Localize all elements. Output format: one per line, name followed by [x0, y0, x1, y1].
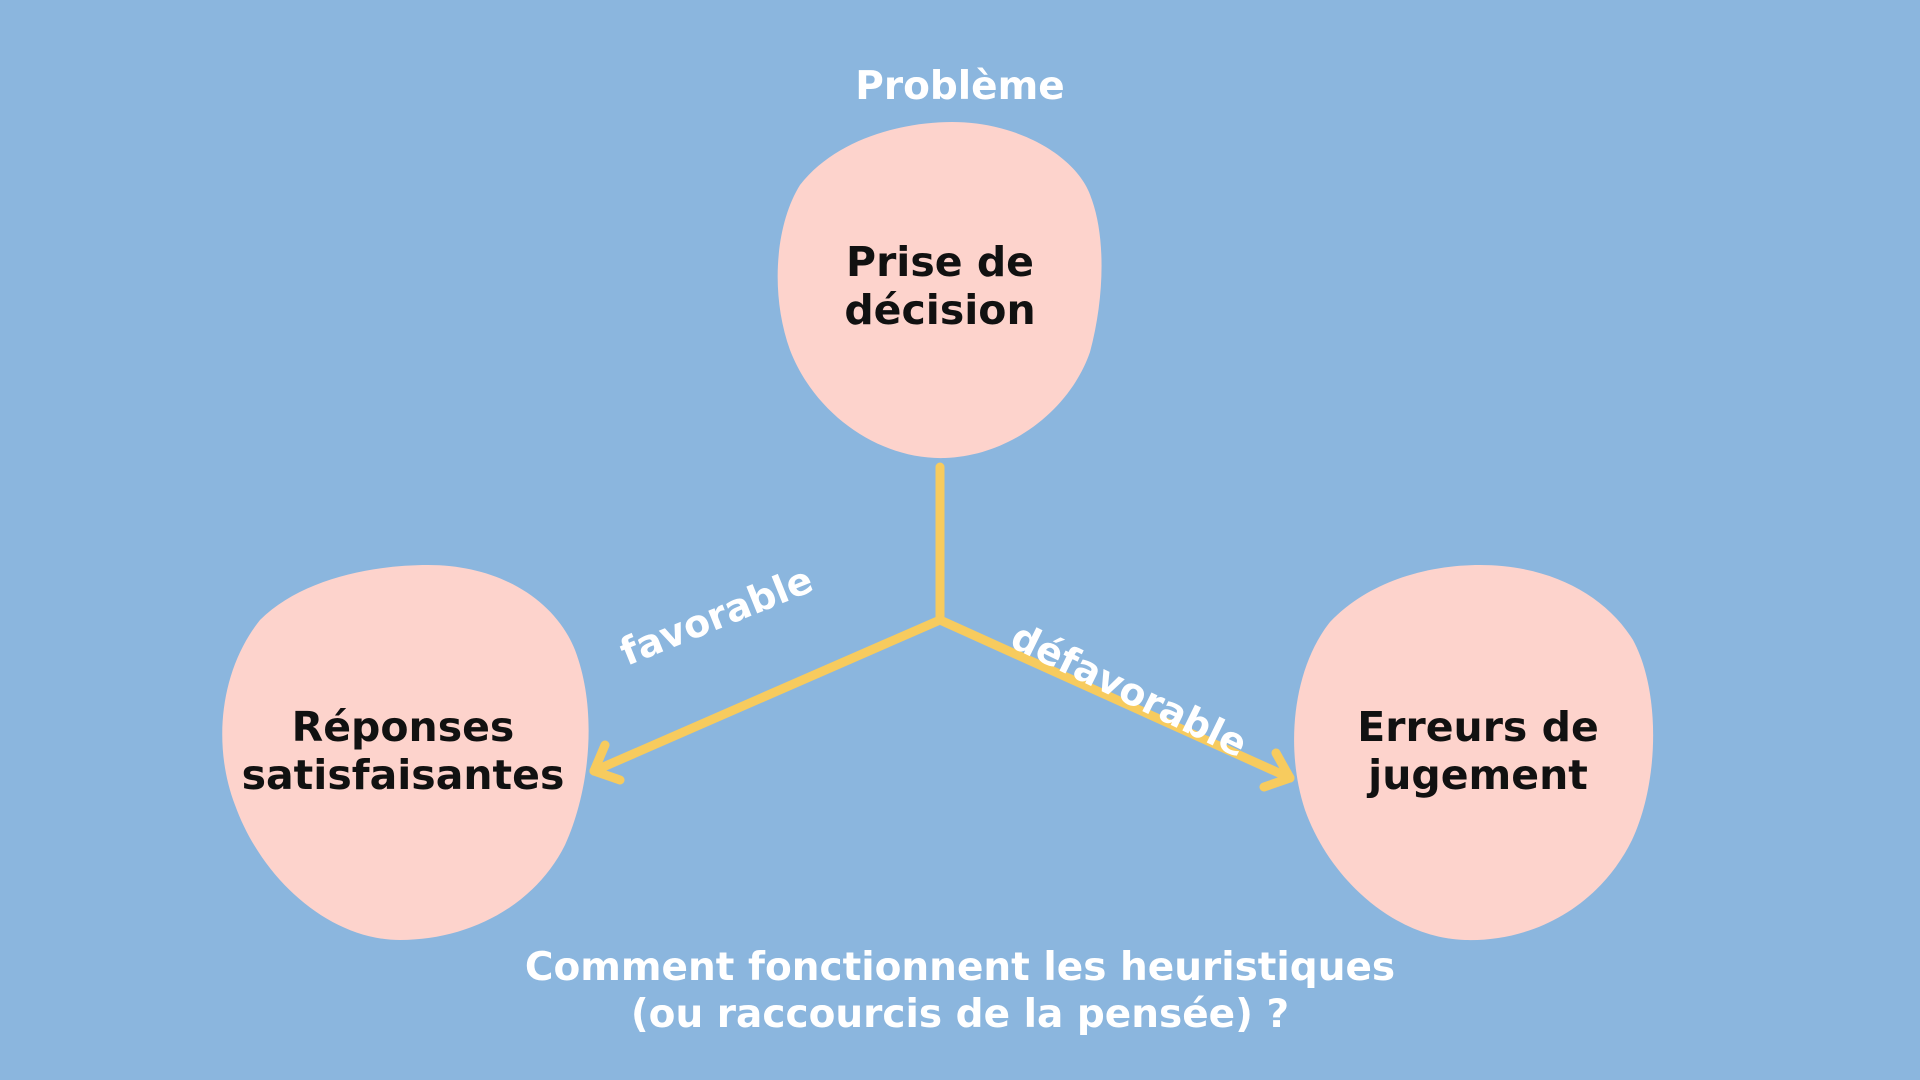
arrowhead-left-icon: [589, 740, 625, 785]
connector-left-arrow: [589, 615, 945, 776]
node-decision-text: Prise de décision: [740, 238, 1140, 334]
caption: Comment fonctionnent les heuristiques (o…: [360, 944, 1560, 1038]
node-errors-text: Erreurs de jugement: [1278, 703, 1678, 799]
node-decision-line1: Prise de: [846, 238, 1034, 286]
node-blob-decision: [777, 122, 1102, 459]
caption-line1: Comment fonctionnent les heuristiques: [524, 945, 1396, 990]
node-satisfying-text: Réponses satisfaisantes: [203, 703, 603, 799]
node-satisfying-line1: Réponses: [291, 703, 515, 751]
node-errors-line1: Erreurs de: [1357, 703, 1599, 751]
problem-label: Problème: [855, 64, 1065, 109]
connector-right-arrow: [935, 615, 1295, 783]
arrowhead-right-icon: [1259, 748, 1295, 792]
node-errors-line2: jugement: [1368, 751, 1588, 799]
node-blob-errors: [1294, 565, 1654, 941]
connector-arrows: [589, 462, 1295, 792]
node-satisfying-line2: satisfaisantes: [241, 751, 565, 799]
node-blob-satisfying: [222, 565, 589, 940]
caption-line2: (ou raccourcis de la pensée) ?: [630, 992, 1290, 1037]
node-decision-line2: décision: [844, 286, 1036, 334]
